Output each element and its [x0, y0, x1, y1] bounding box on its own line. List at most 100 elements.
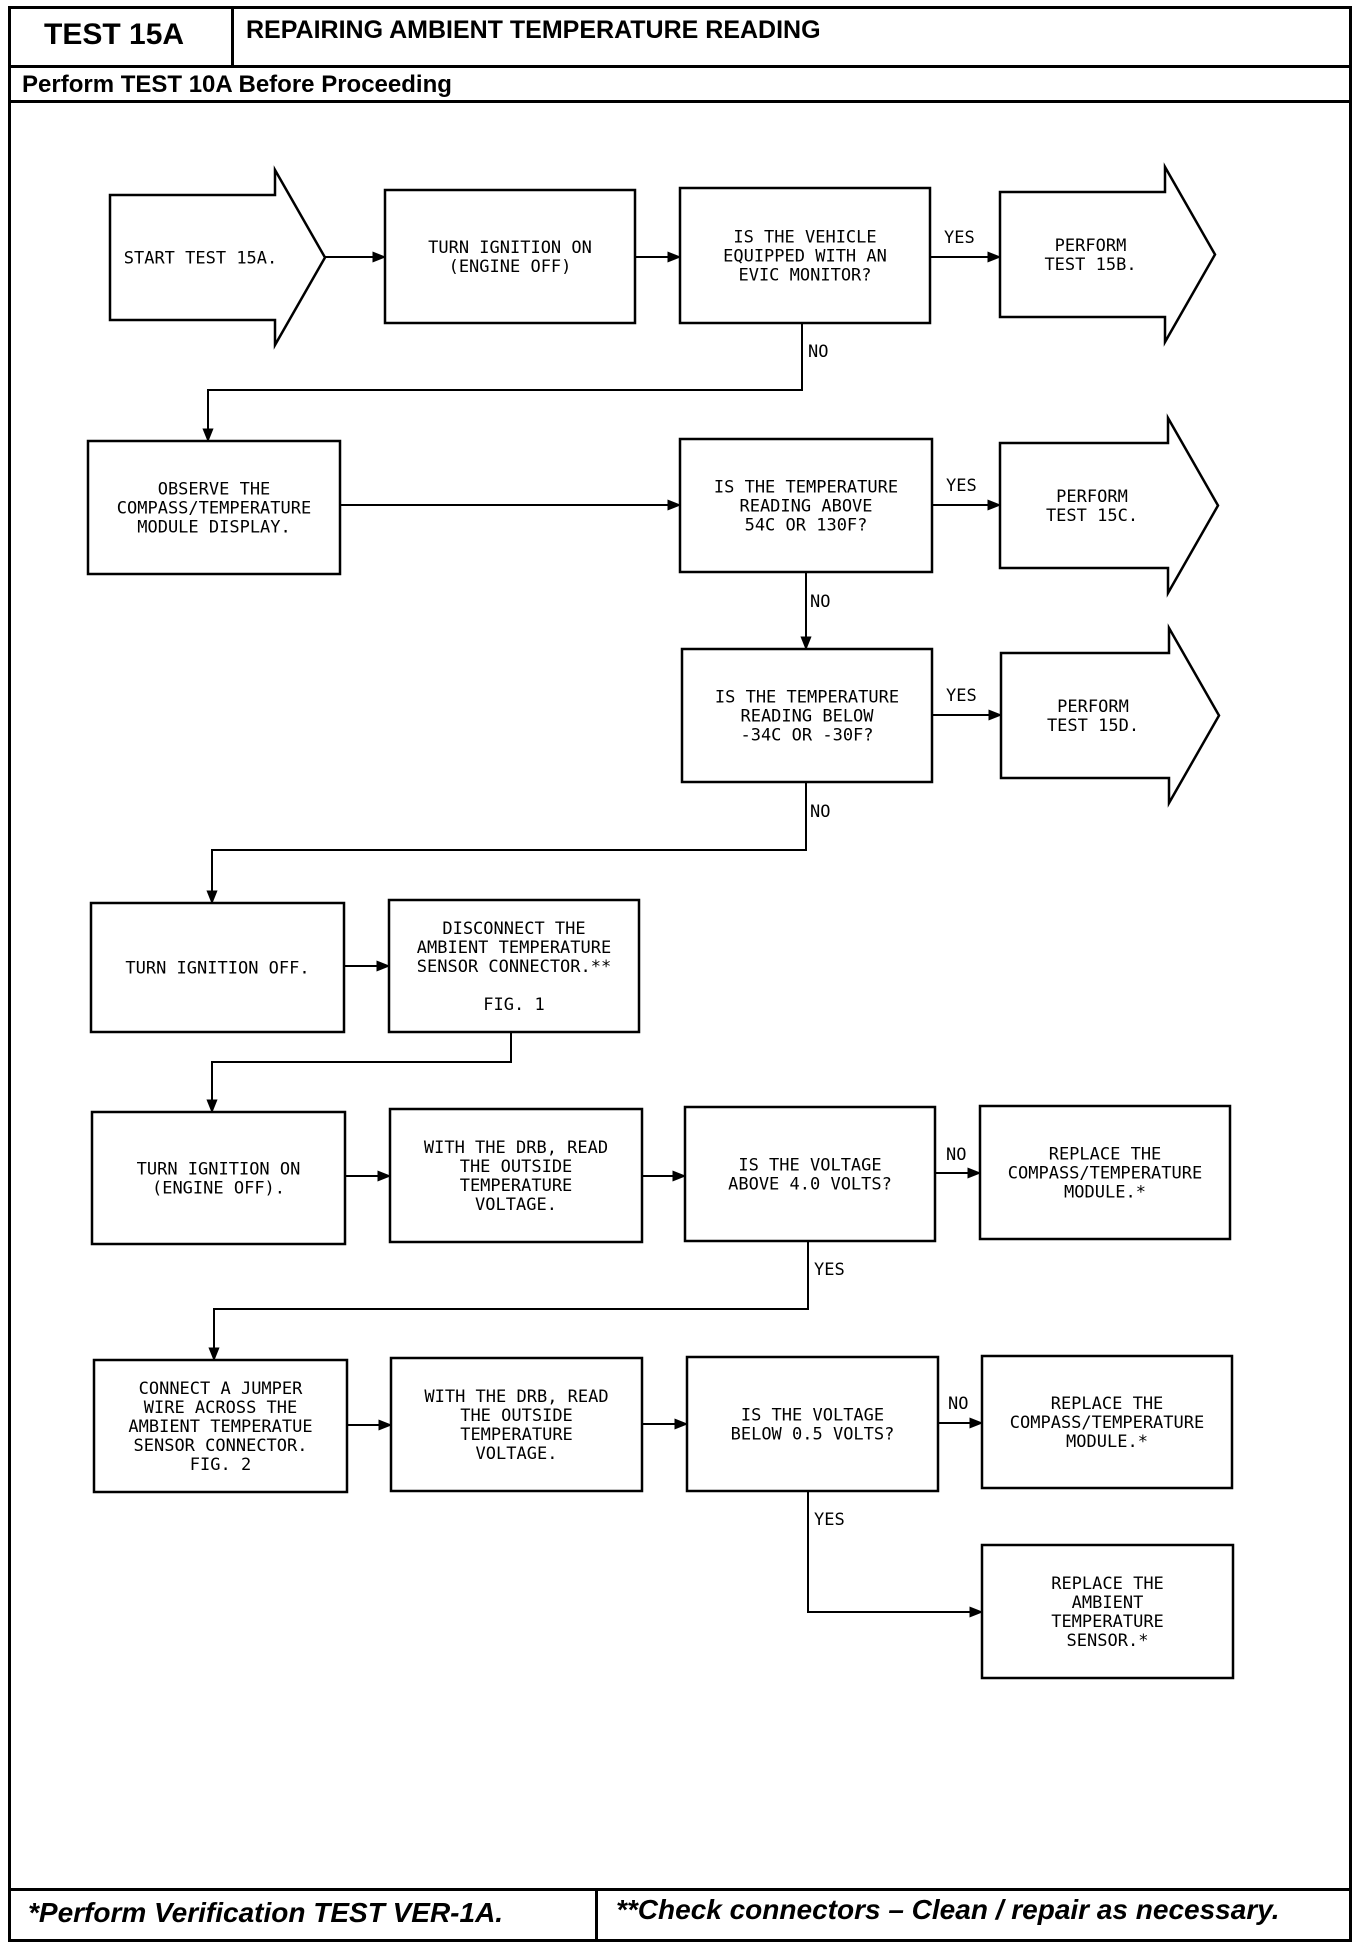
flow-connector [206, 1032, 512, 1114]
node-text-line: FIG. 1 [483, 995, 544, 1015]
node-text-line: CONNECT A JUMPER [139, 1379, 304, 1399]
node-text-line: PERFORM [1056, 487, 1128, 507]
node-arrow-shape [999, 623, 1221, 808]
node-text-line: WIRE ACROSS THE [144, 1398, 298, 1418]
node-text-line: MODULE.* [1064, 1183, 1146, 1203]
edge-label-yes: YES [814, 1510, 845, 1530]
node-text-line: MODULE DISPLAY. [137, 518, 291, 538]
edge-label-no: NO [946, 1145, 966, 1165]
node-text-line: TURN IGNITION ON [428, 238, 592, 258]
node-text-line: MODULE.* [1066, 1432, 1148, 1452]
node-text-line: READING BELOW [740, 707, 874, 727]
node-box [389, 1356, 644, 1493]
node-box [683, 1105, 937, 1243]
node-text-line: PERFORM [1055, 236, 1127, 256]
node-text-line: VOLTAGE. [476, 1444, 558, 1464]
node-text-line: IS THE VOLTAGE [741, 1406, 884, 1426]
node-box [90, 1110, 347, 1246]
node-text-line: START TEST 15A. [124, 249, 278, 269]
node-text-line: -34C OR -30F? [740, 726, 873, 746]
node-text-line: REPLACE THE [1051, 1574, 1164, 1594]
flow-connector [202, 323, 803, 443]
node-text-line: TURN IGNITION ON [137, 1160, 301, 1180]
node-arrow-shape [108, 165, 327, 350]
node-box [387, 898, 641, 1034]
node-text-line: TURN IGNITION OFF. [125, 959, 309, 979]
footer-right-note: **Check connectors – Clean / repair as n… [616, 1894, 1280, 1925]
page-title: REPAIRING AMBIENT TEMPERATURE READING [246, 16, 821, 44]
node-text-line: SENSOR CONNECTOR.** [417, 957, 611, 977]
node-box [678, 437, 934, 574]
node-ign-on-2: TURN IGNITION ON(ENGINE OFF). [90, 1110, 347, 1246]
flow-connector [208, 1241, 809, 1362]
node-text-line: AMBIENT TEMPERATUE [128, 1417, 312, 1437]
node-text-line: (ENGINE OFF) [449, 257, 572, 277]
node-ign-on-1: TURN IGNITION ON(ENGINE OFF) [383, 188, 637, 325]
node-text-line: COMPASS/TEMPERATURE [117, 499, 311, 519]
node-box [383, 188, 637, 325]
node-text-line: READING ABOVE [739, 497, 872, 517]
flow-connector [807, 1491, 984, 1618]
node-text-line: DISCONNECT THE [442, 919, 585, 939]
node-text-line: TEST 15C. [1046, 506, 1138, 526]
node-arrow-shape [998, 162, 1217, 347]
test-id: TEST 15A [44, 18, 185, 51]
node-text-line: ABOVE 4.0 VOLTS? [728, 1175, 892, 1195]
node-box [678, 186, 932, 325]
node-text-line: TEMPERATURE [1051, 1612, 1164, 1632]
node-text-line: TEST 15B. [1044, 255, 1136, 275]
node-text-line: SENSOR.* [1067, 1631, 1149, 1651]
node-text-line: PERFORM [1057, 697, 1129, 717]
node-text-line: BELOW 0.5 VOLTS? [731, 1425, 895, 1445]
node-text-line: REPLACE THE [1051, 1394, 1164, 1414]
node-box [89, 901, 346, 1034]
node-text-line: COMPASS/TEMPERATURE [1008, 1164, 1202, 1184]
footer-left-note: *Perform Verification TEST VER-1A. [28, 1897, 504, 1928]
node-box [92, 1358, 349, 1494]
node-text-line: TEMPERATURE [460, 1425, 573, 1445]
node-text-line: TEMPERATURE [460, 1176, 573, 1196]
page-subtitle: Perform TEST 10A Before Proceeding [22, 71, 452, 98]
node-start: START TEST 15A. [108, 165, 327, 350]
node-text-line: FIG. 2 [190, 1455, 251, 1475]
edge-label-yes: YES [814, 1260, 845, 1280]
edge-label-no: NO [810, 802, 830, 822]
node-text-line: AMBIENT TEMPERATURE [417, 938, 611, 958]
node-text-line: COMPASS/TEMPERATURE [1010, 1413, 1204, 1433]
node-text-line: SENSOR CONNECTOR. [134, 1436, 308, 1456]
node-text-line: EVIC MONITOR? [738, 266, 871, 286]
node-box [86, 439, 342, 576]
footer-band [8, 1888, 1352, 1942]
node-box [388, 1107, 644, 1244]
node-text-line: IS THE VEHICLE [733, 228, 876, 248]
node-box [978, 1104, 1232, 1241]
node-text-line: THE OUTSIDE [460, 1157, 573, 1177]
node-text-line: REPLACE THE [1049, 1145, 1162, 1165]
node-box [980, 1354, 1234, 1490]
edge-label-no: NO [808, 342, 828, 362]
node-text-line: 54C OR 130F? [745, 516, 868, 536]
node-ign-off: TURN IGNITION OFF. [89, 901, 346, 1034]
node-text-line: VOLTAGE. [475, 1195, 557, 1215]
node-text-line: THE OUTSIDE [460, 1406, 573, 1426]
node-box [680, 647, 934, 784]
edge-label-yes: YES [946, 686, 977, 706]
node-text-line: TEST 15D. [1047, 716, 1139, 736]
flow-connector [206, 782, 807, 905]
node-text-line: (ENGINE OFF). [152, 1179, 285, 1199]
